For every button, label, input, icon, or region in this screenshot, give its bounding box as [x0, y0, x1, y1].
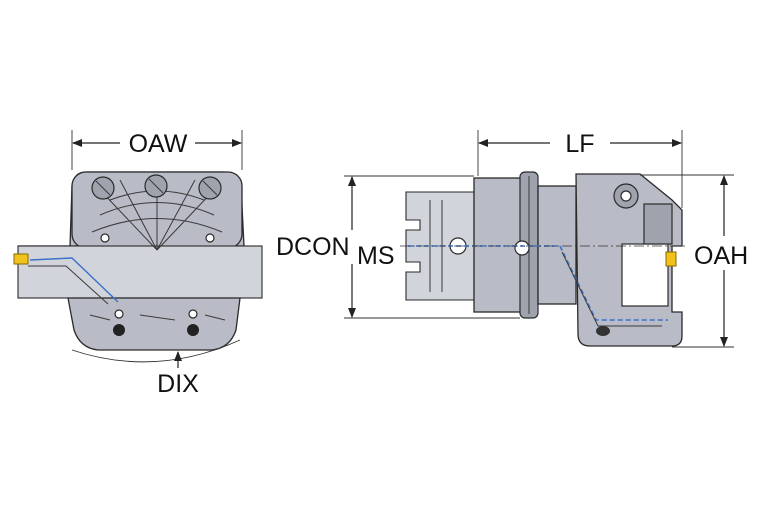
front-lower-screw-left — [113, 324, 125, 336]
front-head-lower — [67, 297, 241, 351]
front-hole — [188, 309, 198, 319]
dix-arc — [71, 339, 241, 363]
side-head-hole-lower — [596, 326, 610, 336]
front-bar — [17, 245, 263, 299]
dix-label: DIX — [157, 370, 199, 398]
front-hole — [114, 309, 124, 319]
ms-label: MS — [357, 242, 395, 270]
oah-label: OAH — [694, 242, 748, 270]
oaw-label: OAW — [129, 130, 188, 158]
side-insert — [665, 251, 677, 267]
side-clamp — [643, 203, 673, 245]
dcon-label: DCON — [276, 233, 350, 261]
lf-label: LF — [565, 130, 594, 158]
side-head-screw-socket — [620, 190, 632, 202]
side-flange — [473, 177, 523, 313]
front-hole — [100, 233, 110, 243]
front-view: OAW DIX — [13, 130, 263, 398]
front-lower-screw-right — [187, 324, 199, 336]
side-head-slot — [621, 243, 669, 307]
front-hole — [205, 233, 215, 243]
front-insert — [13, 253, 29, 265]
side-view: LF DCON MS OAH — [276, 130, 748, 348]
side-coolant-channel — [408, 245, 668, 321]
front-coolant-channel — [29, 257, 119, 303]
side-collar-hole — [514, 240, 530, 256]
side-collar — [537, 185, 577, 305]
